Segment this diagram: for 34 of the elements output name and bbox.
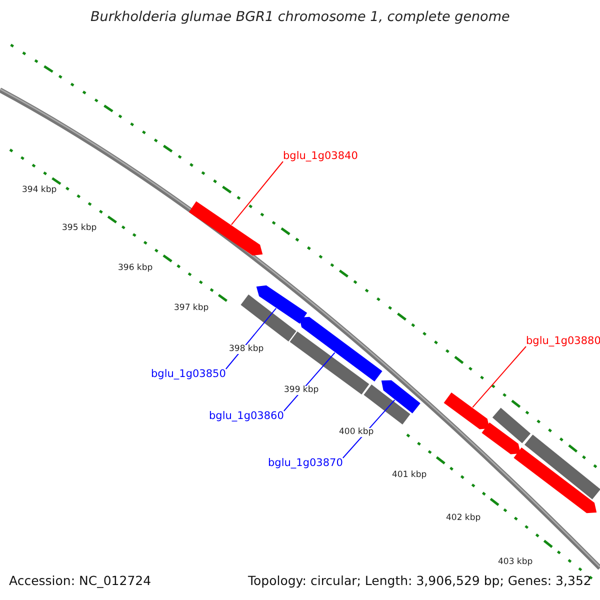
gene-label: bglu_1g03880 bbox=[526, 336, 600, 346]
gene-label: bglu_1g03840 bbox=[283, 151, 358, 162]
genome-info-text: Topology: circular; Length: 3,906,529 bp; Genes: 3,352 bbox=[248, 575, 592, 588]
gene-label: bglu_1g03860 bbox=[209, 411, 284, 422]
scale-label: 397 kbp bbox=[174, 304, 209, 312]
gene-label: bglu_1g03870 bbox=[268, 458, 343, 468]
gene-feature bbox=[482, 422, 521, 454]
gene-feature bbox=[188, 201, 263, 256]
scale-label: 399 kbp bbox=[284, 386, 319, 394]
gene-feature bbox=[364, 384, 410, 424]
gene-label: bglu_1g03850 bbox=[151, 369, 226, 380]
scale-label: 396 kbp bbox=[118, 264, 153, 272]
scale-label: 395 kbp bbox=[62, 224, 97, 232]
gene-feature bbox=[240, 294, 296, 342]
title: Burkholderia glumae BGR1 chromosome 1, complete genome bbox=[90, 11, 510, 24]
accession-text: Accession: NC_012724 bbox=[9, 575, 152, 588]
leader-line bbox=[472, 346, 526, 408]
leader-line bbox=[283, 352, 336, 412]
gene-feature bbox=[492, 408, 531, 444]
scale-label: 401 kbp bbox=[392, 471, 427, 480]
gene-feature bbox=[381, 380, 420, 414]
scale-label: 403 kbp bbox=[498, 558, 533, 566]
leader-line bbox=[342, 399, 396, 458]
gene-feature bbox=[299, 316, 382, 382]
scale-label: 400 kbp bbox=[339, 428, 374, 436]
gene-feature bbox=[444, 392, 490, 430]
leader-line bbox=[230, 161, 284, 226]
gene-feature bbox=[256, 285, 308, 324]
scale-label: 394 kbp bbox=[22, 186, 57, 194]
leader-line bbox=[225, 308, 277, 370]
scale-label: 398 kbp bbox=[229, 345, 264, 354]
gene-feature bbox=[514, 448, 597, 514]
scale-label: 402 kbp bbox=[446, 514, 481, 522]
gene-feature bbox=[524, 434, 600, 500]
